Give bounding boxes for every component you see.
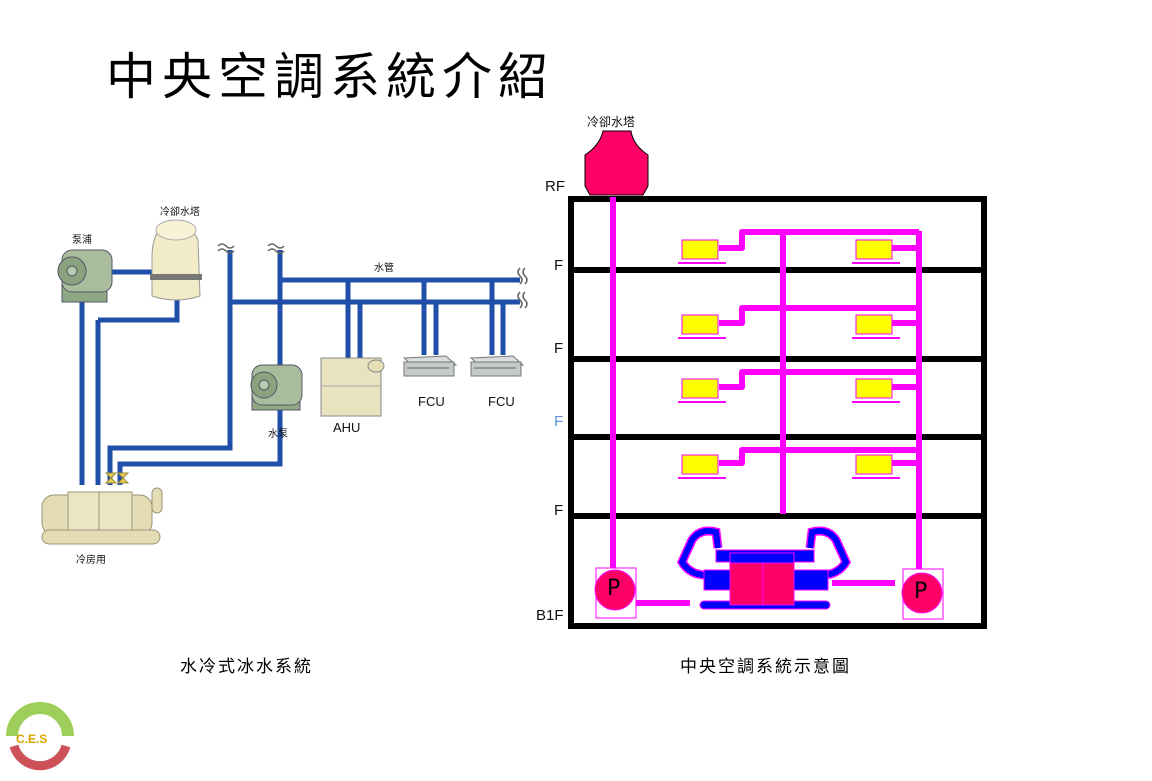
chiller-icon bbox=[41, 487, 163, 545]
cooling-tower-shape bbox=[584, 130, 649, 196]
fcu-unit bbox=[678, 239, 726, 264]
fcu-unit bbox=[678, 314, 726, 339]
pipe bbox=[719, 229, 919, 251]
chiller-unit bbox=[676, 526, 852, 610]
fcu-unit bbox=[852, 314, 900, 339]
left-diagram-caption: 水冷式冰水系統 bbox=[180, 657, 313, 677]
floor-label-b1f: B1F bbox=[536, 607, 564, 624]
logo-text: C.E.S bbox=[16, 732, 48, 746]
water-pipes bbox=[79, 250, 520, 485]
fcu-unit bbox=[852, 239, 900, 264]
pipe bbox=[489, 280, 506, 355]
company-logo: C.E.S bbox=[4, 698, 76, 774]
floor-label: F bbox=[554, 257, 564, 274]
cooling-tower-icon bbox=[150, 219, 202, 301]
floor-label: F bbox=[554, 502, 564, 519]
pump-right-label: P bbox=[914, 579, 928, 604]
water-pipe-label: 水管 bbox=[374, 263, 394, 274]
pipe bbox=[345, 280, 363, 360]
right-diagram-caption: 中央空調系統示意圖 bbox=[680, 657, 851, 677]
logo-bottom-arc bbox=[9, 744, 71, 771]
pipe bbox=[421, 280, 439, 355]
water-pump-icon bbox=[250, 364, 303, 411]
ahu-label: AHU bbox=[333, 420, 361, 435]
floor-label: F bbox=[554, 413, 564, 430]
ahu-icon bbox=[320, 357, 385, 417]
floor-label-rf: RF bbox=[545, 178, 565, 195]
pump-left-label: P bbox=[607, 576, 621, 601]
fcu-unit bbox=[678, 454, 726, 479]
water-cooled-chiller-diagram bbox=[41, 219, 528, 545]
chiller-label: 冷房用 bbox=[76, 555, 106, 566]
floor-label: F bbox=[554, 340, 564, 357]
pipe bbox=[719, 369, 919, 390]
chilled-water-pipes bbox=[610, 197, 922, 606]
pipe bbox=[719, 447, 919, 466]
pipe bbox=[719, 305, 919, 326]
fcu-unit bbox=[678, 378, 726, 403]
water-pump-label: 水泵 bbox=[268, 429, 288, 440]
fcu-label: FCU bbox=[488, 394, 515, 409]
valve-icon bbox=[104, 472, 130, 484]
fcu-icon bbox=[469, 355, 525, 377]
building-frame bbox=[568, 196, 987, 629]
cooling-tower-label: 冷卻水塔 bbox=[587, 115, 636, 129]
cooling-tower-label: 冷卻水塔 bbox=[160, 207, 200, 218]
cooling-pump-label: 泵浦 bbox=[72, 235, 92, 246]
fcu-label: FCU bbox=[418, 394, 445, 409]
cooling-pump-icon bbox=[57, 249, 113, 303]
slide-title: 中央空調系統介紹 bbox=[106, 48, 554, 106]
fcu-icon bbox=[402, 355, 458, 377]
fcu-unit bbox=[852, 454, 900, 479]
fcu-unit bbox=[852, 378, 900, 403]
logo-top-arc bbox=[6, 702, 74, 737]
pipe-break-marks bbox=[217, 243, 528, 309]
pipe bbox=[95, 300, 180, 485]
pipe bbox=[107, 250, 233, 485]
